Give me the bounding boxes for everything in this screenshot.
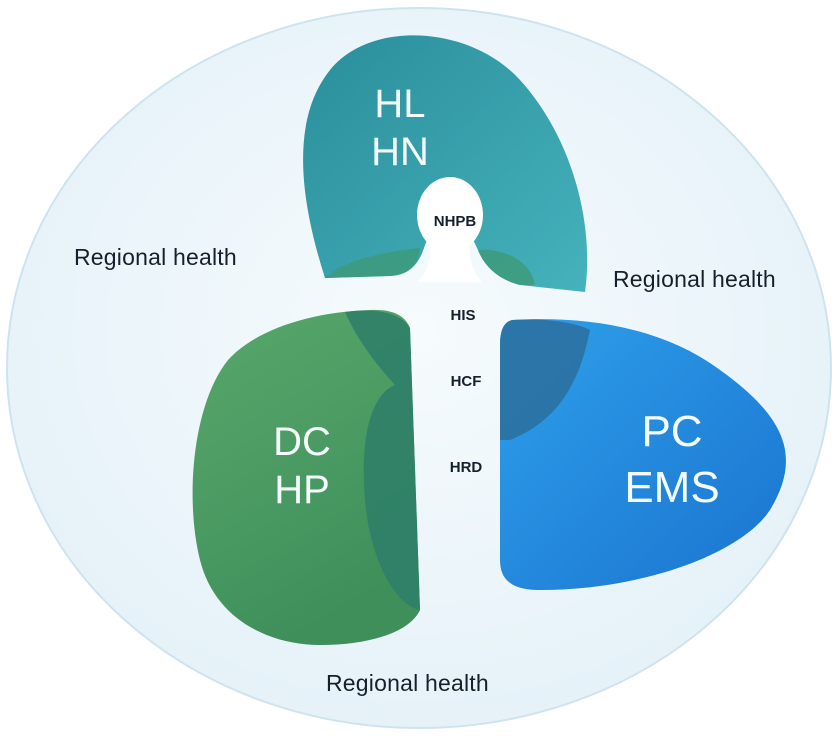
regional-health-right: Regional health bbox=[613, 266, 776, 292]
left-petal bbox=[192, 309, 420, 645]
left-petal-overlap bbox=[345, 310, 420, 610]
label-hcf: HCF bbox=[450, 373, 482, 390]
label-hp: HP bbox=[274, 468, 330, 512]
left-petal-label: DC HP bbox=[262, 418, 342, 514]
label-hrd: HRD bbox=[449, 459, 483, 476]
neck-shape bbox=[418, 240, 482, 282]
regional-health-bottom: Regional health bbox=[326, 670, 489, 696]
label-hn: HN bbox=[371, 130, 429, 174]
right-petal-overlap bbox=[500, 319, 590, 440]
top-petal-label: HL HN bbox=[360, 80, 440, 176]
top-petal bbox=[303, 35, 588, 292]
regional-health-left: Regional health bbox=[74, 244, 237, 270]
top-petal-overlap bbox=[325, 248, 420, 278]
label-hl: HL bbox=[374, 82, 426, 126]
right-petal bbox=[500, 319, 786, 590]
label-ems: EMS bbox=[624, 463, 720, 512]
label-nhpb: NHPB bbox=[433, 213, 477, 230]
top-petal-overlap-right bbox=[478, 249, 535, 285]
label-dc: DC bbox=[273, 420, 331, 464]
label-his: HIS bbox=[450, 307, 476, 324]
head-shape bbox=[417, 177, 483, 253]
right-petal-label: PC EMS bbox=[612, 404, 732, 516]
label-pc: PC bbox=[641, 407, 703, 456]
